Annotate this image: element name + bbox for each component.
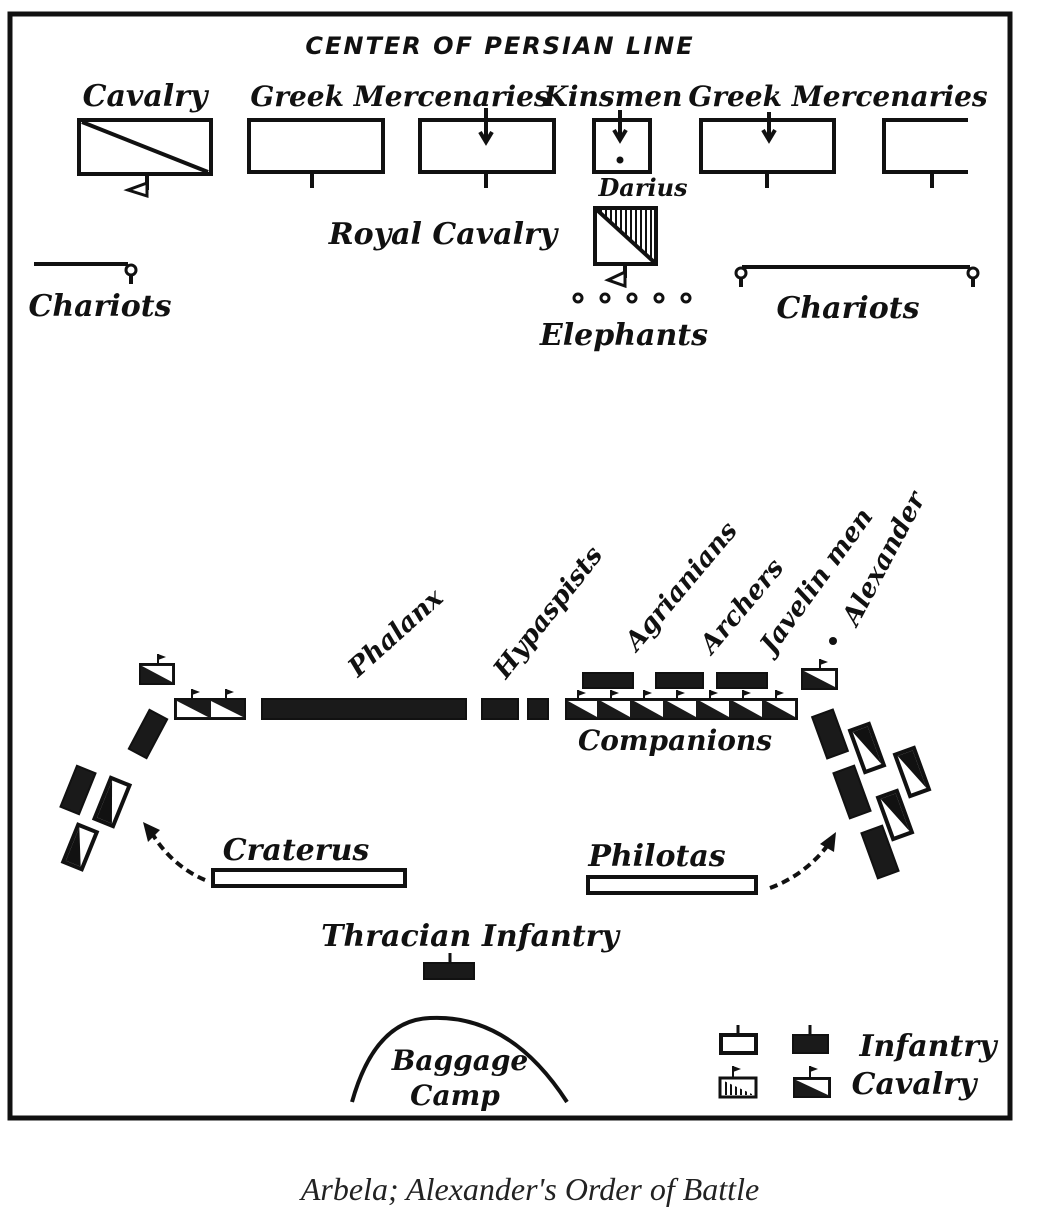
legend-macedonian-cavalry-symbol [793, 1066, 831, 1098]
thracian-infantry-unit [423, 953, 475, 980]
royal-cavalry-unit [593, 206, 658, 289]
label-camp: Camp [410, 1079, 500, 1112]
right-flank-units [810, 708, 932, 880]
legend: Infantry Cavalry [718, 1025, 999, 1102]
alexander-marker [829, 637, 837, 645]
legend-macedonian-infantry-symbol [792, 1025, 829, 1054]
persian-line-header: CENTER OF PERSIAN LINE [305, 32, 694, 60]
label-chariots-left: Chariots [28, 289, 171, 324]
figure-caption: Arbela; Alexander's Order of Battle [299, 1171, 759, 1207]
greek-mercenaries-unit-1 [247, 118, 385, 188]
elephant-marker [653, 292, 665, 304]
elephant-marker [599, 292, 611, 304]
companion-squadron [634, 690, 663, 717]
map-frame [7, 11, 1013, 1121]
hypaspists-unit-1 [481, 698, 519, 720]
companion-squadron [700, 690, 729, 717]
left-cavalry-front [174, 689, 246, 720]
label-persian-cavalry: Cavalry [83, 79, 210, 114]
hypaspists-unit-2 [527, 698, 549, 720]
phalanx-unit [261, 698, 467, 720]
kinsmen-unit [592, 110, 652, 174]
legend-persian-infantry-symbol [719, 1025, 758, 1055]
companion-squadron [667, 690, 696, 717]
philotas-movement-arrow [769, 832, 836, 890]
label-royal-cavalry: Royal Cavalry [328, 217, 560, 252]
companion-squadron [568, 690, 597, 717]
companion-squadron [733, 690, 762, 717]
label-hypaspists: Hypaspists [487, 541, 609, 686]
elephant-marker [680, 292, 692, 304]
craterus-unit [211, 868, 407, 888]
left-flank-cavalry-top [139, 654, 175, 685]
label-chariots-right: Chariots [776, 291, 919, 326]
label-darius: Darius [597, 173, 688, 202]
elephant-marker [626, 292, 638, 304]
chariots-left-unit [34, 262, 138, 284]
label-greek-mercenaries-2: Greek Mercenaries [688, 80, 988, 113]
label-craterus: Craterus [223, 833, 370, 868]
label-thracian-infantry: Thracian Infantry [321, 919, 621, 954]
persian-infantry-unit-right [882, 118, 968, 188]
legend-persian-cavalry-symbol [718, 1066, 758, 1099]
label-baggage: Baggage [391, 1044, 529, 1077]
elephants-unit [572, 292, 692, 304]
legend-cavalry-label: Cavalry [852, 1067, 979, 1102]
chariots-right-unit [734, 265, 980, 287]
greek-mercenaries-unit-2 [418, 108, 556, 188]
companion-squadron [766, 690, 795, 717]
label-phalanx: Phalanx [342, 583, 450, 684]
philotas-unit [586, 875, 758, 895]
agrianians-unit [582, 672, 634, 689]
craterus-movement-arrow [143, 822, 206, 882]
archers-unit [655, 672, 704, 689]
alexander-cavalry-unit [801, 659, 838, 690]
javelin-men-unit [716, 672, 768, 689]
label-philotas: Philotas [587, 839, 725, 874]
greek-mercenaries-unit-3 [699, 112, 836, 188]
persian-cavalry-unit [77, 118, 213, 199]
darius-marker [616, 156, 624, 164]
label-kinsmen: Kinsmen [543, 80, 683, 113]
left-flank-units [59, 708, 169, 872]
label-greek-mercenaries-1: Greek Mercenaries [250, 80, 550, 113]
baggage-camp-arc [350, 1015, 569, 1104]
companion-squadron [601, 690, 630, 717]
elephant-marker [572, 292, 584, 304]
label-companions: Companions [578, 724, 772, 757]
label-elephants: Elephants [539, 318, 708, 353]
legend-infantry-label: Infantry [858, 1029, 999, 1064]
companions-unit [565, 690, 798, 720]
